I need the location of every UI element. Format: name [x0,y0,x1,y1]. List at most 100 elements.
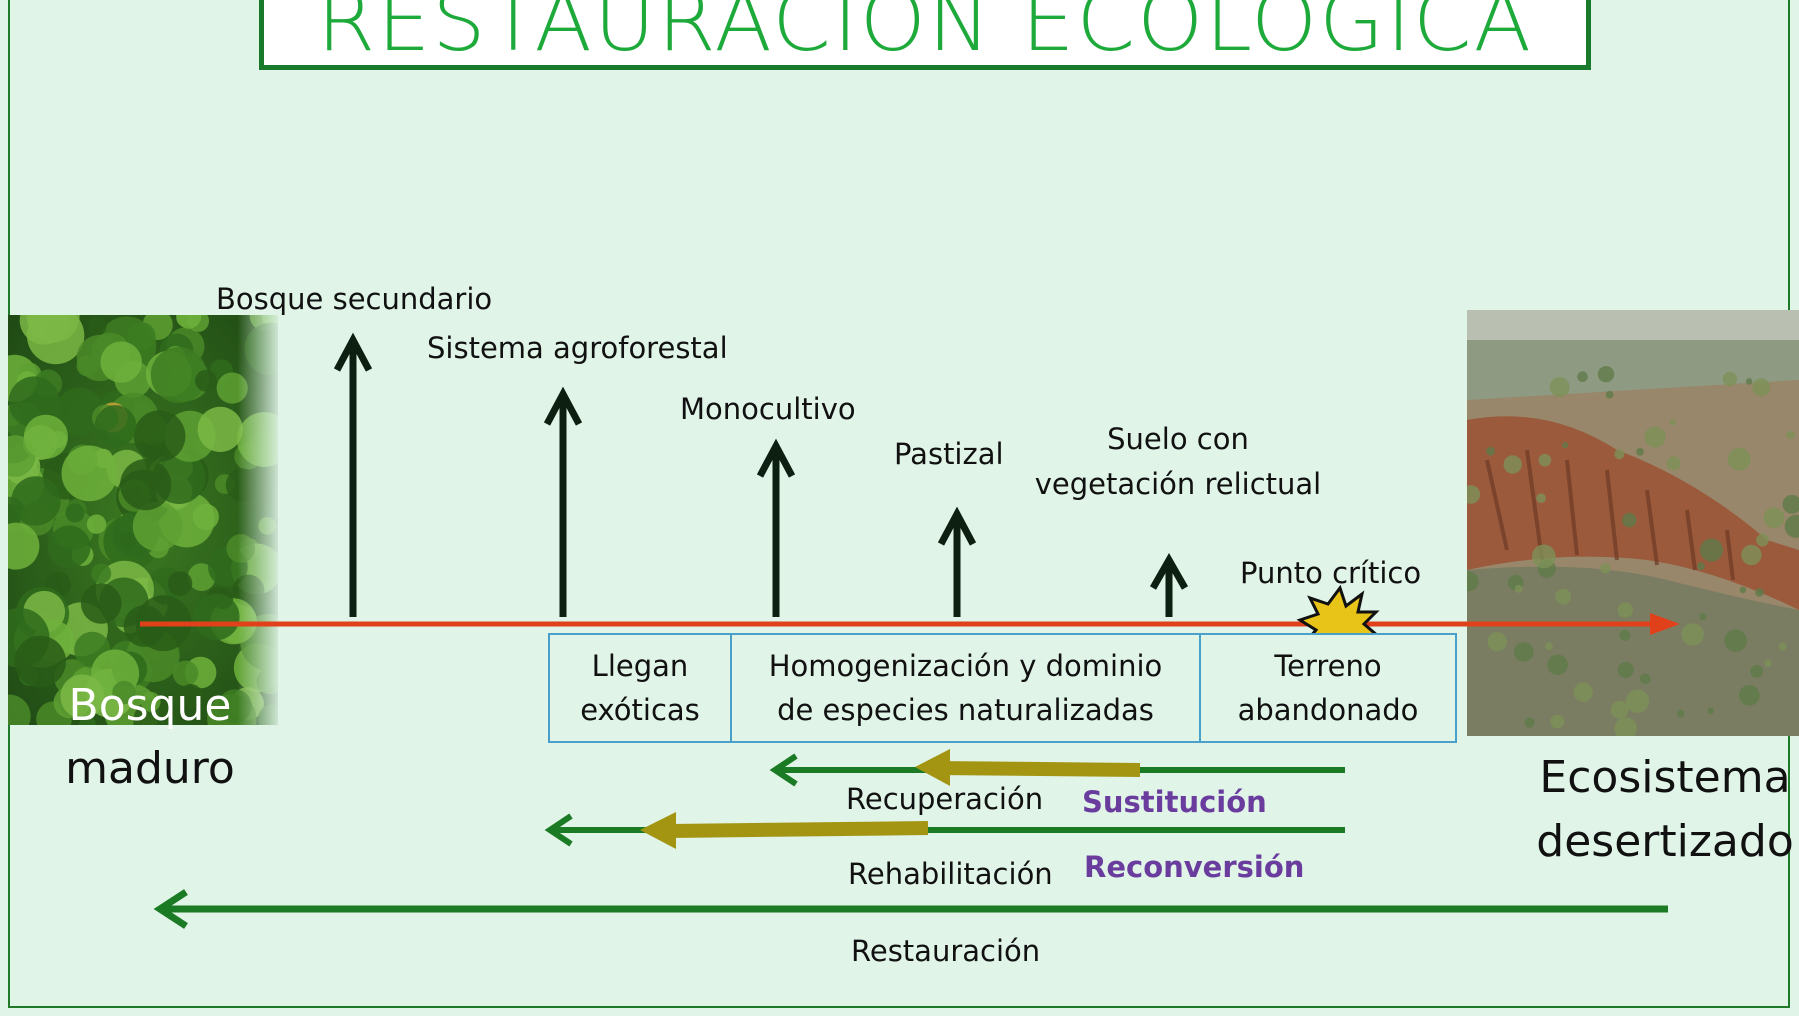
shrub-blob [1666,456,1681,471]
shrub-blob [1573,682,1593,702]
shrub-blob [1547,654,1568,676]
shrub-blob [1741,544,1762,566]
shrub-blob [1614,449,1625,460]
phase-line: Llegan [591,649,689,683]
page-title: RESTAURACIÓN ECOLÓGICA [316,0,1534,70]
up-arrow-icon [756,438,796,617]
shrub-blob [1625,689,1650,713]
stage-label-bosque-secundario: Bosque secundario [216,282,493,316]
stage-label-pastizal: Pastizal [894,437,1004,471]
up-arrow-icon [333,332,373,617]
phase-line: abandonado [1237,693,1419,727]
shrub-blob [1577,371,1588,382]
left-arrow-icon [640,812,676,849]
up-arrow-icon [1149,552,1189,617]
endpoint-right-line1: Ecosistema [1539,752,1791,803]
shrub-blob [1597,366,1615,383]
endpoint-right-line2: desertizado [1536,816,1794,867]
shrub-blob [1600,563,1611,574]
shrub-blob [1750,665,1764,678]
shrub-blob [1752,378,1771,397]
shrub-blob [1755,588,1764,597]
shrub-blob [1538,453,1552,467]
stage-label-punto-critico: Punto crítico [1240,556,1422,590]
title-box: RESTAURACIÓN ECOLÓGICA [259,0,1591,70]
shrub-blob [1727,447,1751,471]
up-arrow-icon [543,386,583,617]
shrub-blob [1724,629,1747,652]
shrub-blob [1467,571,1479,592]
phase-box-homogenizacion: Homogenización y dominio de especies natu… [730,633,1201,743]
timeline-arrowhead-icon [1650,613,1680,635]
left-arrow-icon [769,753,798,787]
shrub-blob [1550,714,1565,729]
endpoint-left-line1: Bosque [68,680,232,731]
label-restauracion: Restauración [851,934,1041,968]
shrub-blob [1614,717,1637,736]
stage-label-line: Suelo con [1107,422,1249,456]
sustitucion-bar [934,761,1141,777]
shrub-blob [1707,707,1714,715]
left-arrow-icon [153,889,188,929]
shrub-blob [1536,493,1546,503]
shrub-blob [1639,673,1651,685]
shrub-blob [1782,494,1799,514]
shrub-blob [1681,623,1704,646]
phase-box-exoticas: Llegan exóticas [548,633,732,743]
shrub-blob [1503,455,1522,474]
shrub-blob [1487,632,1507,652]
shrub-blob [1545,642,1553,651]
label-rehabilitacion: Rehabilitación [848,857,1053,891]
endpoint-left-line2: maduro [65,743,235,794]
shrub-blob [1524,717,1535,728]
shrub-blob [1610,700,1629,719]
reconversion-bar [669,821,929,838]
shrub-blob [1756,533,1769,547]
phase-line: exóticas [580,693,700,727]
shrub-blob [1617,662,1634,679]
shrub-blob [1619,629,1631,641]
shrub-blob [1763,507,1785,529]
shrub-blob [1745,378,1753,385]
shrub-blob [1562,442,1569,449]
shrub-blob [1739,685,1760,706]
up-arrow-icon [937,506,977,617]
label-reconversion: Reconversión [1084,850,1305,884]
phase-line: de especies naturalizadas [777,693,1154,727]
shrub-blob [1764,659,1772,667]
label-sustitucion: Sustitución [1082,785,1267,819]
phase-line: Terreno [1274,649,1382,683]
shrub-blob [1617,602,1633,618]
shrub-blob [1555,588,1572,605]
phase-box-terreno-abandonado: Terreno abandonado [1199,633,1457,743]
shrub-blob [1676,709,1685,718]
shrub-blob [1622,512,1637,528]
shrub-blob [1605,390,1614,399]
stage-label-monocultivo: Monocultivo [680,392,856,426]
label-recuperacion: Recuperación [846,782,1044,816]
left-arrow-icon [915,749,950,786]
stage-label-line: vegetación relictual [1034,467,1322,501]
phase-line: Homogenización y dominio [768,649,1163,683]
shrub-blob [1644,426,1666,448]
shrub-blob [1486,446,1495,456]
shrub-blob [1699,613,1707,621]
shrub-blob [1513,642,1534,662]
shrub-blob [1778,642,1787,651]
shrub-blob [1514,584,1523,593]
shrub-blob [1784,514,1799,538]
shrub-blob [1699,538,1724,562]
shrub-blob [1549,377,1570,397]
mature-forest-image [8,315,278,725]
shrub-blob [1531,544,1556,569]
left-arrow-icon [544,813,573,847]
shrub-blob [1739,586,1747,594]
shrub-blob [1636,447,1644,456]
shrub-blob [1697,562,1705,571]
desertified-ecosystem-image [1467,310,1799,736]
shrub-blob [1669,419,1676,426]
shrub-blob [1786,430,1795,440]
shrub-blob [1722,371,1737,387]
